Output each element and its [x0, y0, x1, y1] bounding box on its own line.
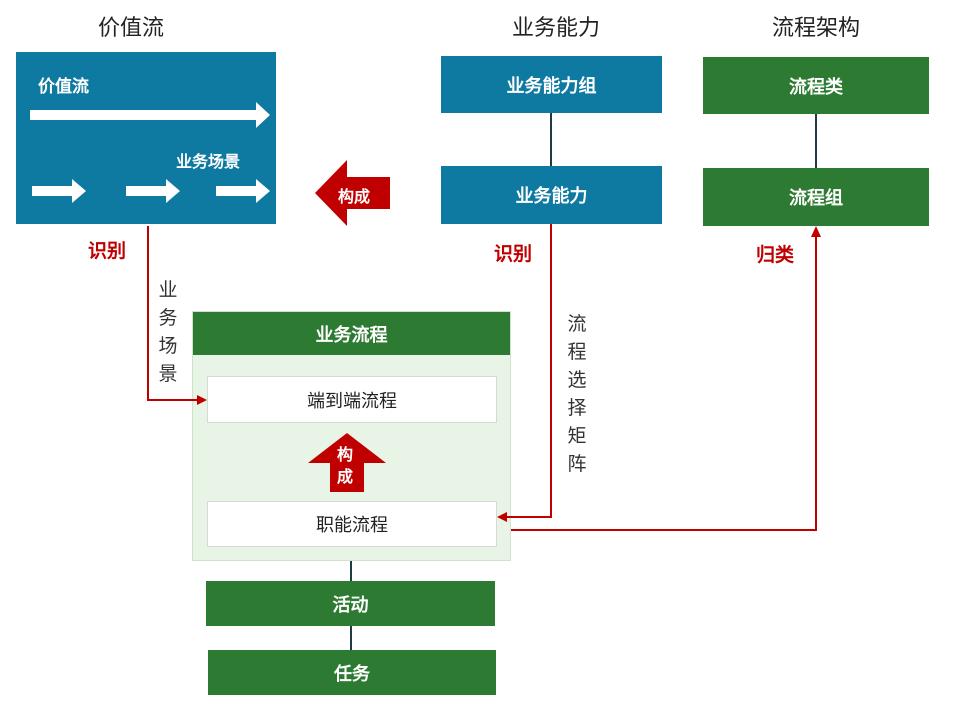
scenario-arrow-1	[32, 179, 86, 203]
business-process-container: 业务流程 端到端流程 职能流程	[192, 311, 511, 561]
scenario-arrow-3	[216, 179, 270, 203]
classify-label: 归类	[756, 244, 795, 266]
compose-up-label: 构 成	[337, 445, 354, 486]
value-stream-long-arrow	[30, 102, 270, 128]
compose-up-arrow	[308, 433, 386, 492]
compose-left-label: 构成	[338, 187, 371, 206]
scenario-vertical-label: 业务场景	[158, 279, 178, 385]
matrix-vertical-label: 流程选择矩阵	[567, 313, 587, 475]
heading-capability: 业务能力	[512, 16, 601, 41]
matrix-line	[505, 224, 552, 518]
classify-line	[511, 234, 817, 531]
business-process-title: 业务流程	[193, 312, 510, 355]
process-category-box: 流程类	[703, 57, 929, 114]
process-group-box: 流程组	[703, 168, 929, 226]
value-stream-arrows	[30, 102, 270, 203]
identify-scenario-line	[147, 226, 200, 401]
activity-box: 活动	[206, 581, 495, 626]
heading-process-architecture: 流程架构	[772, 16, 861, 41]
matrix-arrowhead	[497, 512, 507, 522]
identify-scenario-arrowhead	[197, 395, 207, 405]
capability-box: 业务能力	[441, 166, 662, 224]
capability-group-box: 业务能力组	[441, 56, 662, 113]
identify-left-label: 识别	[88, 240, 127, 262]
business-scenario-label: 业务场景	[176, 152, 241, 171]
e2e-process-box: 端到端流程	[207, 376, 497, 423]
task-box: 任务	[208, 650, 496, 695]
heading-value-stream: 价值流	[98, 16, 165, 41]
compose-left-arrow	[315, 160, 390, 226]
classify-arrowhead	[811, 226, 821, 237]
functional-process-box: 职能流程	[207, 501, 497, 547]
scenario-arrow-2	[126, 179, 180, 203]
value-stream-title: 价值流	[38, 77, 89, 97]
value-stream-panel: 价值流 业务场景	[16, 52, 276, 224]
identify-mid-label: 识别	[494, 243, 533, 265]
